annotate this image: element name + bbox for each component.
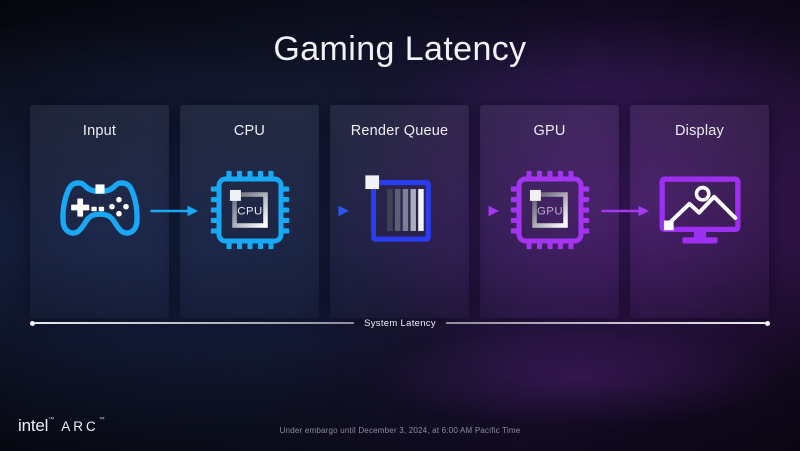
stage-panel-input: Input [30,105,169,318]
stage-panel-gpu: GPU GPU [480,105,619,318]
latency-line-left [35,322,355,324]
stage-label-cpu: CPU [233,123,266,139]
latency-line-right [445,322,766,324]
render-queue-icon [330,169,469,251]
embargo-notice: Under embargo until December 3, 2024, at… [279,426,521,435]
intel-wordmark: intel [18,416,49,435]
stage-label-input: Input [82,123,117,139]
arrow-gpu-to-display-icon [600,203,650,219]
arrow-cpu-to-queue-icon [300,203,350,219]
trademark-symbol: ™ [98,417,105,423]
stage-label-display: Display [675,123,724,139]
latency-endpoint-right [765,320,771,326]
system-latency-label: System Latency [364,317,436,329]
stage-panel-display: Display [630,105,769,318]
system-latency-bracket: System Latency [30,316,771,330]
stage-panel-render-queue: Render Queue [330,105,469,318]
stage-panel-cpu: CPU CPU [180,105,319,318]
arrow-input-to-cpu-icon [149,203,199,219]
latency-endpoint-left [30,320,35,326]
gpu-chip-icon: GPU [480,169,619,251]
page-title: Gaming Latency [273,30,527,68]
gpu-chip-label: GPU [536,206,562,218]
trademark-symbol: ™ [48,417,55,423]
arrow-queue-to-gpu-icon [450,203,500,219]
arc-wordmark: ARC [61,418,99,434]
stage-label-gpu: GPU [533,123,566,139]
display-icon [630,171,769,249]
cpu-chip-label: CPU [237,206,262,218]
gamepad-icon [30,177,169,243]
stage-label-render-queue: Render Queue [350,123,449,139]
cpu-chip-icon: CPU [180,169,319,251]
